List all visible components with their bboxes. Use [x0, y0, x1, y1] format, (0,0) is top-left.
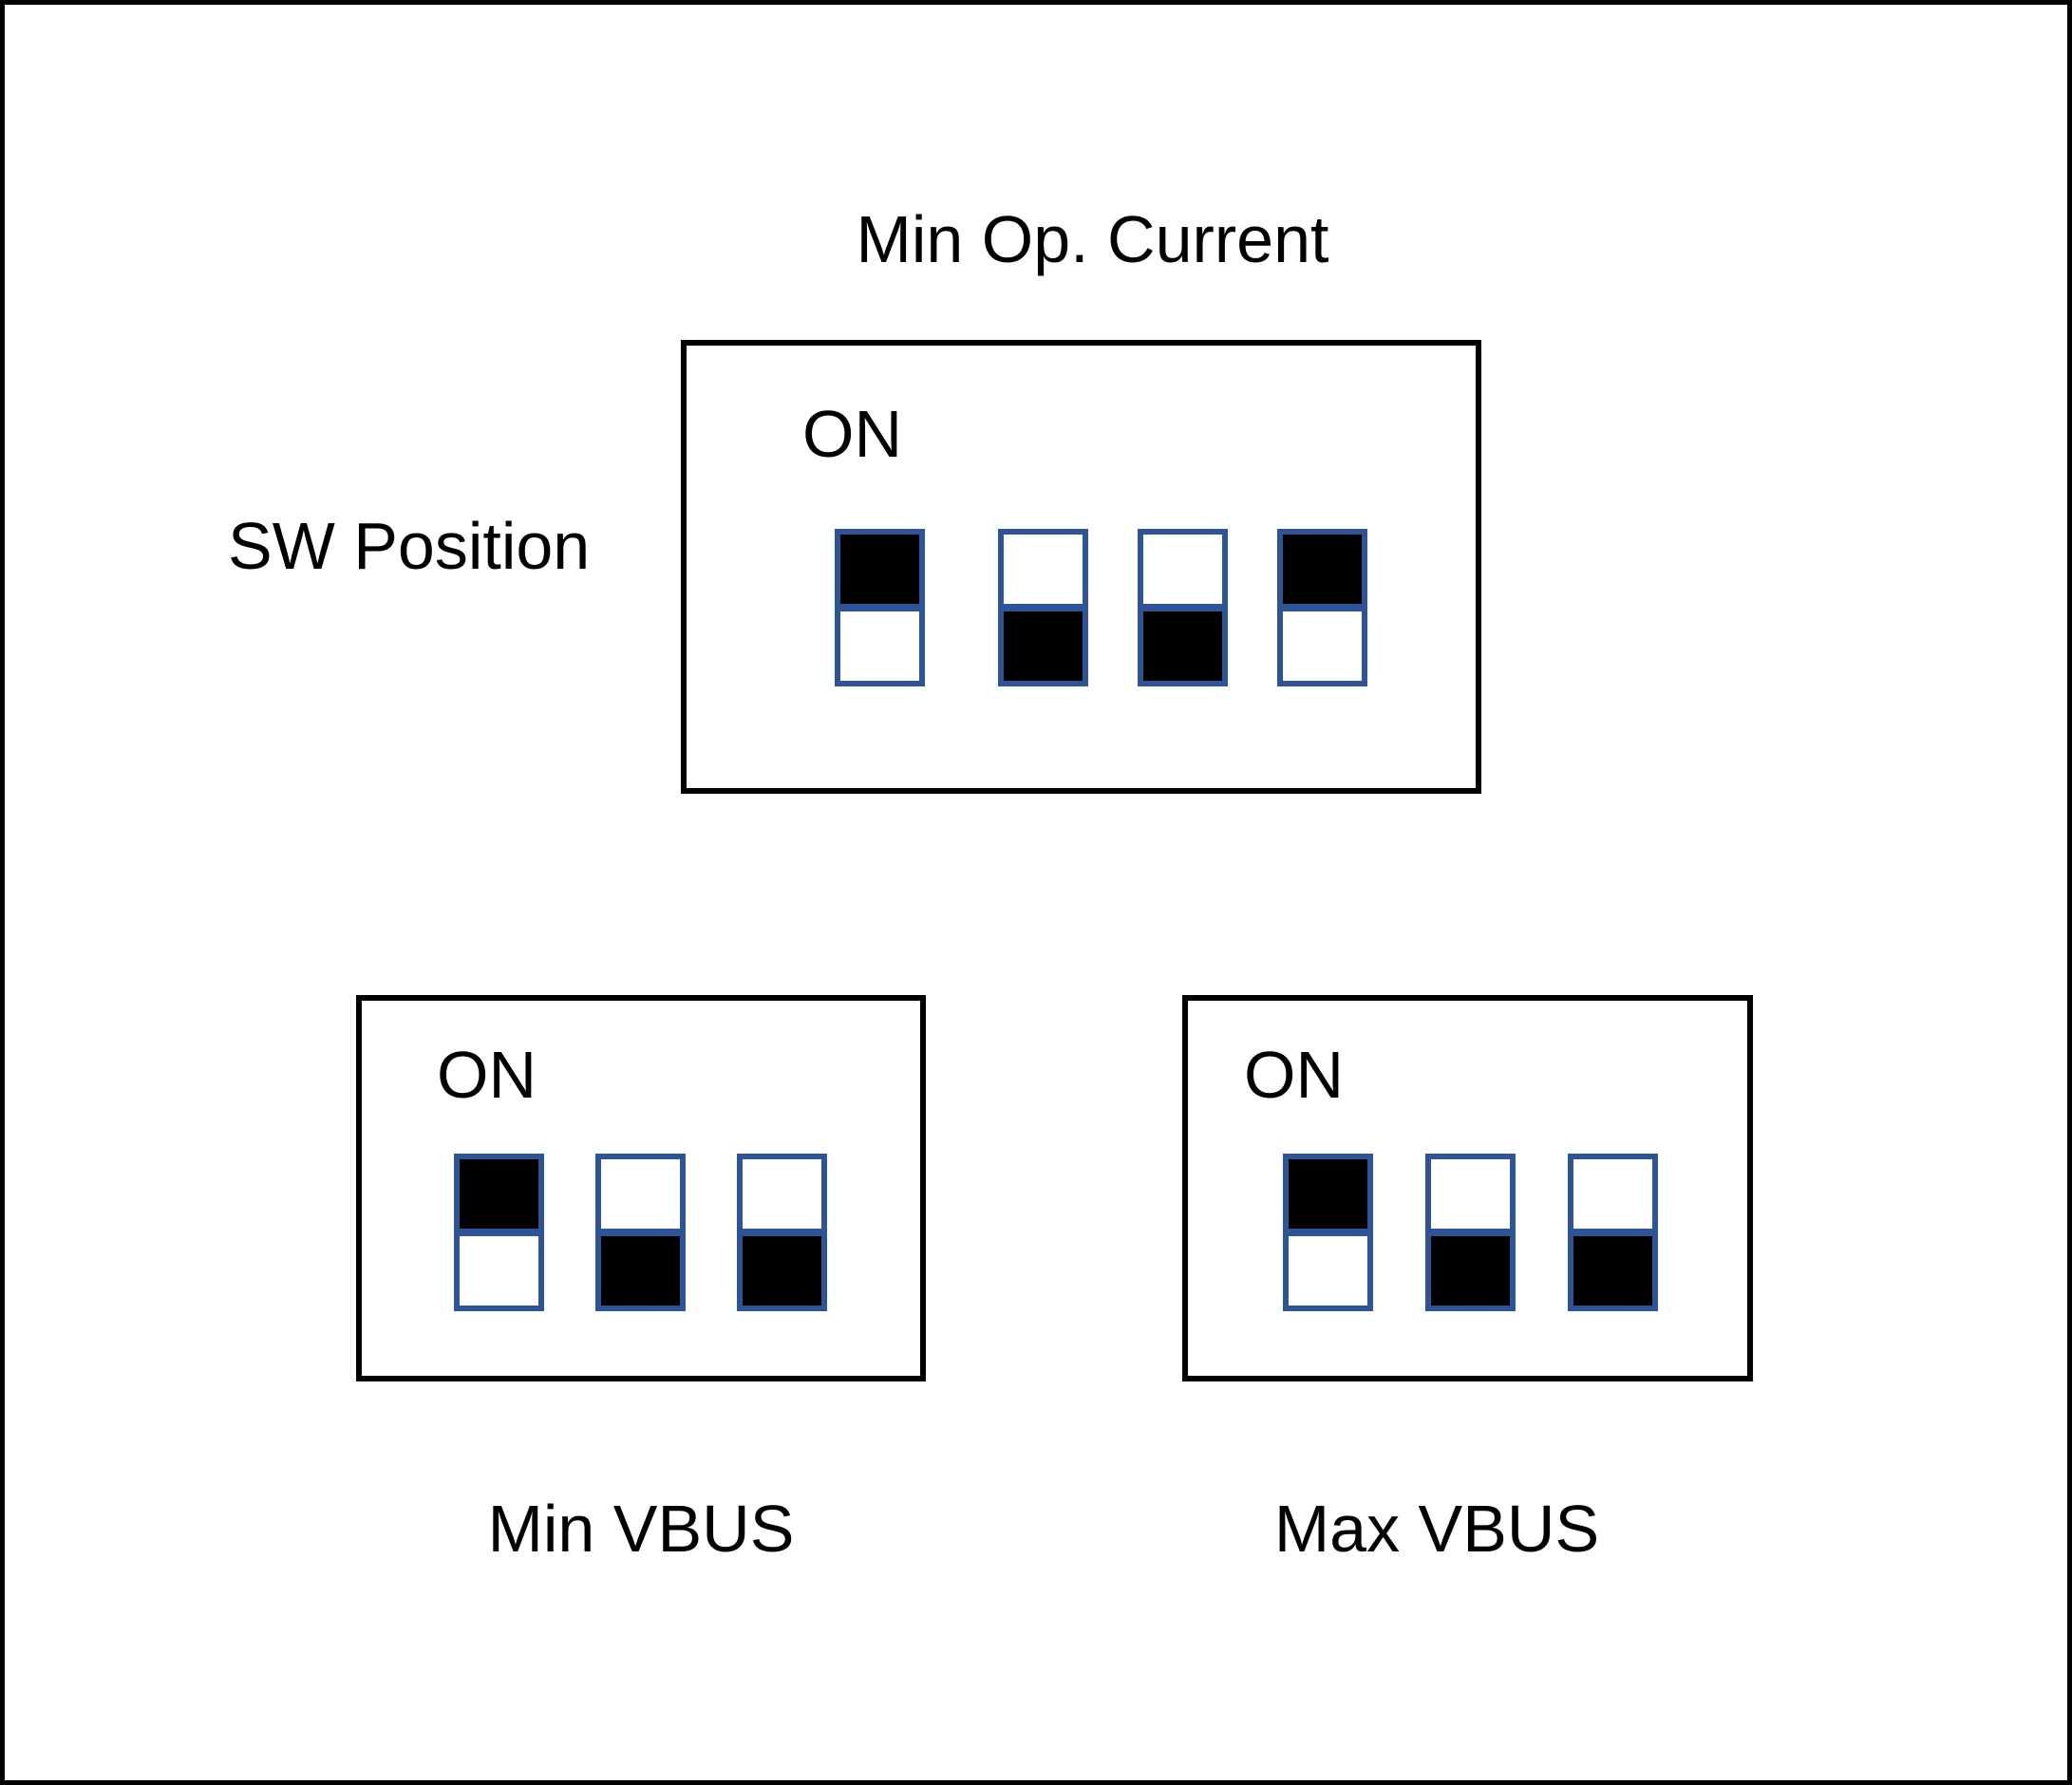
- switch-top-cell: [1431, 1159, 1510, 1229]
- switch-top-cell: [743, 1159, 821, 1229]
- dip-switch-off: [1425, 1154, 1516, 1311]
- switch-top-cell: [1004, 535, 1083, 604]
- caption-max-vbus: Max VBUS: [1273, 1492, 1600, 1566]
- switch-bottom-cell: [1289, 1229, 1367, 1306]
- dip-switch-off: [1568, 1154, 1658, 1311]
- dip-switch-off: [737, 1154, 827, 1311]
- switch-top-cell: [1573, 1159, 1652, 1229]
- dip-switch-off: [1138, 529, 1228, 686]
- switch-bottom-cell: [743, 1229, 821, 1306]
- switch-row-min-op-current: [835, 529, 1367, 686]
- caption-min-vbus: Min VBUS: [487, 1492, 795, 1566]
- switch-bottom-cell: [601, 1229, 680, 1306]
- switch-top-cell: [1289, 1159, 1367, 1229]
- on-label-max-vbus: ON: [1244, 1038, 1344, 1112]
- on-label-min-vbus: ON: [437, 1038, 537, 1112]
- switch-bottom-cell: [1143, 604, 1222, 681]
- switch-row-max-vbus: [1283, 1154, 1658, 1311]
- sw-position-label: SW Position: [228, 509, 591, 583]
- switch-bottom-cell: [1283, 604, 1362, 681]
- dip-switch-off: [595, 1154, 686, 1311]
- dip-switch-on: [1283, 1154, 1373, 1311]
- switch-bottom-cell: [840, 604, 919, 681]
- switch-bottom-cell: [460, 1229, 538, 1306]
- switch-bottom-cell: [1431, 1229, 1510, 1306]
- switch-top-cell: [1283, 535, 1362, 604]
- switch-top-cell: [601, 1159, 680, 1229]
- dip-switch-off: [998, 529, 1088, 686]
- switch-top-cell: [840, 535, 919, 604]
- switch-top-cell: [1143, 535, 1222, 604]
- dip-switch-on: [835, 529, 925, 686]
- figure-title: Min Op. Current: [856, 202, 1329, 276]
- switch-top-cell: [460, 1159, 538, 1229]
- on-label-min-op-current: ON: [802, 397, 902, 471]
- dip-switch-on: [1277, 529, 1367, 686]
- switch-bottom-cell: [1573, 1229, 1652, 1306]
- dip-switch-on: [454, 1154, 544, 1311]
- switch-bottom-cell: [1004, 604, 1083, 681]
- switch-row-min-vbus: [454, 1154, 827, 1311]
